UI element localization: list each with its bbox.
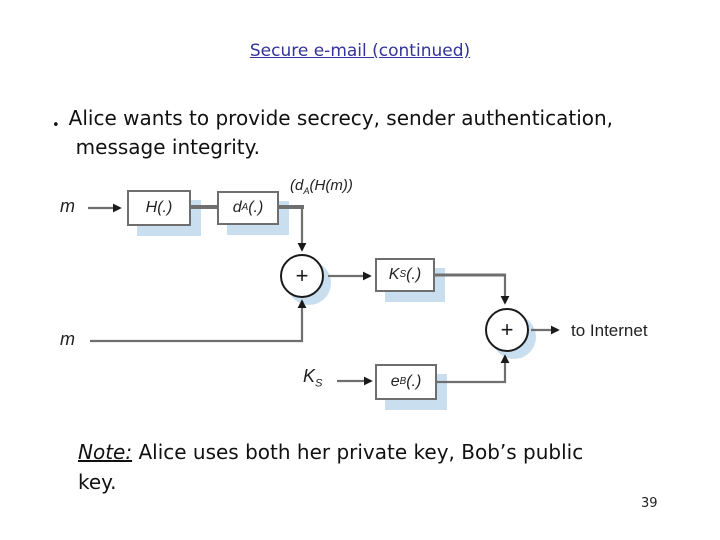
session-key-letter: K — [303, 366, 316, 386]
adder-circle-2: + — [485, 308, 529, 352]
session-key-subscript: S — [315, 377, 323, 390]
bullet-line-1: Alice wants to provide secrecy, sender a… — [68, 106, 614, 130]
sign-box-args: (.) — [248, 199, 264, 216]
plus-icon: + — [295, 263, 309, 288]
note-line-2: key. — [78, 470, 117, 494]
message-input-label-top: m — [60, 196, 75, 216]
bullet-item: • Alice wants to provide secrecy, sender… — [52, 104, 613, 162]
sign-box-label: d — [232, 199, 242, 216]
note-line-1-rest: Alice uses both her private key, Bob’s p… — [132, 440, 584, 464]
signed-digest-subscript: A — [303, 186, 310, 196]
adder-circle-1: + — [280, 254, 324, 298]
session-key-box-args: (.) — [406, 266, 422, 283]
bullet-line-2: message integrity. — [75, 135, 260, 159]
signed-digest-pre: (d — [290, 177, 304, 194]
bullet-text: Alice wants to provide secrecy, sender a… — [69, 104, 613, 162]
note-text: Note: Alice uses both her private key, B… — [78, 437, 583, 497]
hash-function-box: H(.) — [127, 190, 191, 226]
public-key-box-label: e — [390, 373, 400, 390]
note-label: Note: — [78, 440, 133, 464]
arrow-m-to-adder1-bottom — [90, 299, 307, 343]
message-input-label-bottom: m — [60, 329, 75, 349]
session-key-input-label: KS — [303, 366, 323, 390]
bullet-marker: • — [52, 118, 60, 133]
hash-box-args: (.) — [157, 199, 173, 216]
public-key-box-args: (.) — [406, 373, 422, 390]
signed-digest-rest: (H(m)) — [309, 177, 353, 194]
page-number: 39 — [641, 496, 658, 511]
signed-digest-label: (dA(H(m)) — [290, 177, 353, 196]
to-internet-label: to Internet — [571, 321, 648, 340]
arrow-public-key-to-adder2-bottom — [437, 354, 510, 384]
note-line-1: Note: Alice uses both her private key, B… — [78, 437, 583, 467]
hash-box-label: H — [145, 199, 158, 216]
plus-icon: + — [500, 317, 514, 342]
slide-title: Secure e-mail (continued) — [249, 41, 471, 61]
session-key-box-label: K — [388, 266, 400, 283]
